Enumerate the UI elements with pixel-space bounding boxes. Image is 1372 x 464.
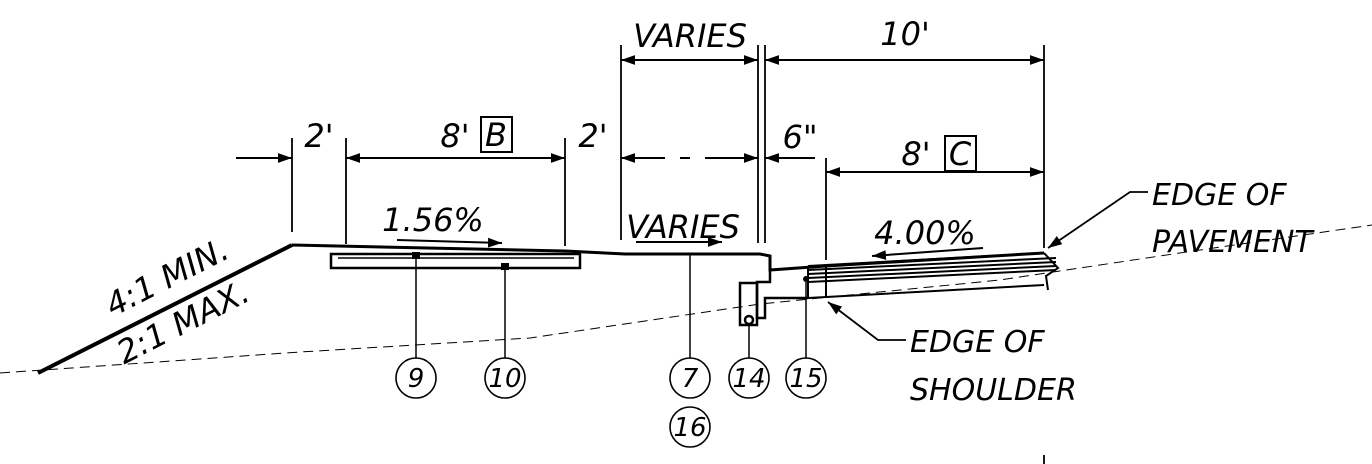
note-circle-7 <box>669 357 711 399</box>
curb-outline <box>755 270 808 320</box>
note-circle-15 <box>785 357 827 399</box>
edge-shoulder-leader <box>827 301 906 341</box>
varies-top-label: VARIES <box>633 17 747 55</box>
ten-foot-label: 10' <box>880 15 930 53</box>
note-circle-16 <box>669 406 711 448</box>
edge-pavement-leader <box>1047 191 1148 249</box>
bike-slope-arrow <box>396 237 503 248</box>
pavement-slope-arrow <box>871 247 984 260</box>
box-b-label: B <box>485 116 507 154</box>
pavement-slope-label: 4.00% <box>874 214 976 252</box>
detail-marker-10 <box>501 263 509 270</box>
box-c-label: C <box>949 135 972 173</box>
edge-shoulder-line2: SHOULDER <box>910 373 1077 408</box>
edge-pavement-line1: EDGE OF <box>1152 178 1287 213</box>
bike-path-slab <box>329 252 582 270</box>
note-leaders <box>415 255 807 358</box>
side-slope-line <box>37 243 293 375</box>
pavement-dot <box>803 276 809 282</box>
note-circle-14 <box>728 357 770 399</box>
finished-grade-line <box>291 243 1045 272</box>
note-14-label: 14 <box>732 364 765 394</box>
bike-eight-foot-label: 8' <box>440 117 469 155</box>
varies-slope-label: VARIES <box>626 208 740 246</box>
note-9-label: 9 <box>408 364 425 394</box>
note-circle-9 <box>395 357 437 399</box>
right-two-foot-label: 2' <box>578 117 607 155</box>
shoulder-eight-foot-label: 8' <box>901 135 930 173</box>
six-inch-label: 6" <box>782 118 817 156</box>
pavement-layers <box>807 252 1060 299</box>
note-7-label: 7 <box>682 364 699 394</box>
left-two-foot-label: 2' <box>304 117 333 155</box>
dimension-lines <box>236 55 1044 177</box>
bike-slope-label: 1.56% <box>382 201 484 239</box>
note-circle-10 <box>484 357 526 399</box>
detail-marker-9 <box>412 252 420 259</box>
box-b-frame <box>480 116 513 153</box>
curb-drain-dot <box>743 314 755 326</box>
edge-shoulder-line1: EDGE OF <box>910 325 1045 360</box>
note-15-label: 15 <box>789 364 822 394</box>
existing-ground-line <box>0 224 1372 374</box>
box-c-frame <box>944 135 977 172</box>
note-16-label: 16 <box>673 413 706 443</box>
curb-base <box>738 281 759 327</box>
note-10-label: 10 <box>488 364 521 394</box>
edge-pavement-line2: PAVEMENT <box>1152 225 1315 260</box>
